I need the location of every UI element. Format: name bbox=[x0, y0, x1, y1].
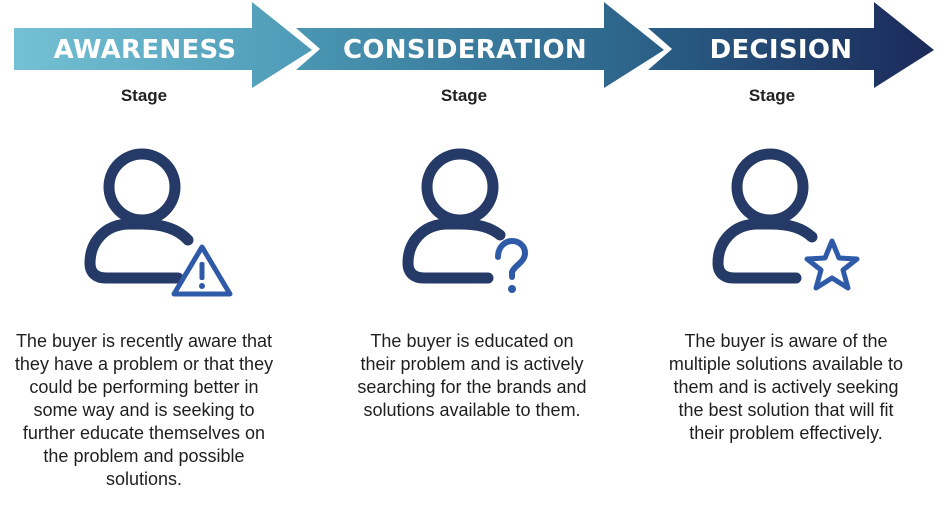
arrow-awareness bbox=[14, 2, 312, 88]
person-star-icon bbox=[712, 148, 860, 291]
arrow-consideration bbox=[296, 2, 664, 88]
description-consideration: The buyer is educated on their problem a… bbox=[357, 331, 587, 420]
person-warning-icon bbox=[84, 148, 233, 297]
person-question-icon bbox=[402, 148, 528, 293]
stage-label-awareness: Stage bbox=[120, 86, 168, 105]
stage-label-consideration: Stage bbox=[440, 86, 488, 105]
stage-title-decision: DECISION bbox=[709, 35, 853, 65]
stage-arrows bbox=[14, 2, 934, 88]
stage-title-awareness: AWARENESS bbox=[53, 35, 237, 65]
stage-label-decision: Stage bbox=[748, 86, 796, 105]
stage-title-consideration: CONSIDERATION bbox=[343, 35, 587, 65]
description-decision: The buyer is aware of the multiple solut… bbox=[668, 331, 904, 443]
description-awareness: The buyer is recently aware that they ha… bbox=[14, 331, 274, 489]
arrow-decision bbox=[648, 2, 934, 88]
